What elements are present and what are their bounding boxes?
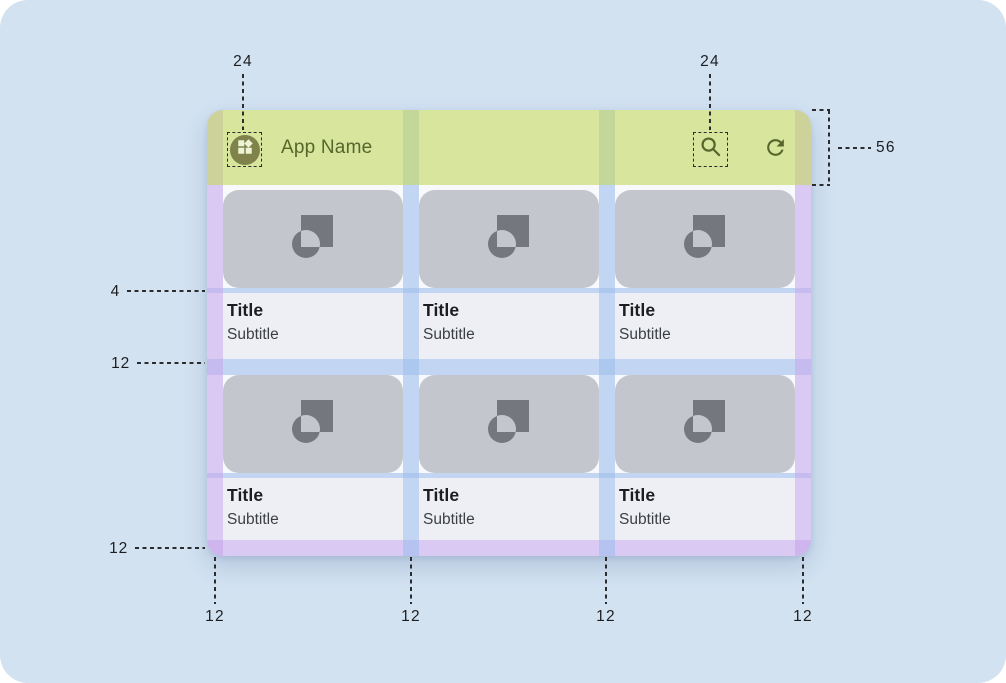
- annotation-image-text-gap: 4: [110, 283, 120, 300]
- card-text-block: Title Subtitle: [419, 478, 599, 540]
- card-subtitle: Subtitle: [227, 326, 279, 343]
- widgets-icon: [236, 138, 254, 161]
- leading-icon-button[interactable]: [229, 134, 260, 165]
- card-grid: Title Subtitle Title Subtitle: [223, 190, 795, 540]
- annotation-line: [709, 74, 711, 130]
- card-subtitle: Subtitle: [423, 326, 475, 343]
- card-subtitle: Subtitle: [227, 511, 279, 528]
- search-icon-keyline-box: [693, 132, 728, 167]
- card-image-placeholder: [419, 190, 599, 288]
- image-placeholder-icon: [684, 215, 726, 263]
- annotation-line: [214, 557, 216, 604]
- annotation-gutter-width-2: 12: [596, 608, 616, 625]
- annotation-bracket-bottom: [812, 184, 830, 186]
- annotation-line: [802, 557, 804, 604]
- card-title: Title: [227, 485, 264, 505]
- card-image-placeholder: [419, 375, 599, 473]
- left-margin-strip: [207, 110, 223, 556]
- card-title: Title: [227, 300, 264, 320]
- card-title: Title: [619, 485, 656, 505]
- refresh-icon: [763, 139, 788, 164]
- card-text-block: Title Subtitle: [419, 293, 599, 359]
- leading-icon-keyline-box: [227, 132, 262, 167]
- gap-4-line-row2: [207, 473, 811, 478]
- annotation-line: [135, 547, 205, 549]
- row-gap-band: [207, 359, 811, 375]
- annotation-bracket-line: [828, 110, 830, 186]
- card-title: Title: [619, 300, 656, 320]
- annotation-line: [127, 290, 205, 292]
- annotation-line: [137, 362, 205, 364]
- gap-4-line-row1: [207, 288, 811, 293]
- card-subtitle: Subtitle: [423, 511, 475, 528]
- annotation-gutter-width-1: 12: [401, 608, 421, 625]
- image-placeholder-icon: [292, 400, 334, 448]
- annotation-bottom-margin: 12: [109, 540, 128, 557]
- card-title: Title: [423, 485, 460, 505]
- card-image-placeholder: [223, 190, 403, 288]
- card-image-placeholder: [223, 375, 403, 473]
- card-text-block: Title Subtitle: [615, 293, 795, 359]
- card[interactable]: Title Subtitle: [223, 375, 403, 540]
- annotation-line: [242, 74, 244, 130]
- card-subtitle: Subtitle: [619, 326, 671, 343]
- annotation-left-margin-width: 12: [205, 608, 225, 625]
- right-margin-strip: [795, 110, 811, 556]
- image-placeholder-icon: [488, 215, 530, 263]
- card[interactable]: Title Subtitle: [419, 375, 599, 540]
- card[interactable]: Title Subtitle: [223, 190, 403, 359]
- image-placeholder-icon: [684, 400, 726, 448]
- card-text-block: Title Subtitle: [615, 478, 795, 540]
- annotation-app-bar-height: 56: [876, 139, 896, 156]
- card-title: Title: [423, 300, 460, 320]
- app-bar-title: App Name: [281, 136, 373, 158]
- annotation-right-margin-width: 12: [793, 608, 813, 625]
- card-text-block: Title Subtitle: [223, 478, 403, 540]
- card-image-placeholder: [615, 190, 795, 288]
- refresh-button[interactable]: [763, 135, 788, 160]
- annotation-leading-icon-size: 24: [233, 53, 253, 70]
- bottom-margin-band: [207, 540, 811, 556]
- annotation-line: [838, 147, 871, 149]
- card-text-block: Title Subtitle: [223, 293, 403, 359]
- image-placeholder-icon: [292, 215, 334, 263]
- app-bar: App Name: [207, 110, 811, 185]
- annotation-line: [410, 557, 412, 604]
- gutter-strip-2: [599, 110, 615, 556]
- card[interactable]: Title Subtitle: [419, 190, 599, 359]
- annotation-line: [605, 557, 607, 604]
- annotation-search-icon-size: 24: [700, 53, 720, 70]
- annotation-row-gap: 12: [111, 355, 130, 372]
- gutter-strip-1: [403, 110, 419, 556]
- card-image-placeholder: [615, 375, 795, 473]
- card-subtitle: Subtitle: [619, 511, 671, 528]
- search-icon[interactable]: [698, 134, 724, 165]
- image-placeholder-icon: [488, 400, 530, 448]
- card[interactable]: Title Subtitle: [615, 190, 795, 359]
- annotation-bracket-top: [812, 109, 830, 111]
- card[interactable]: Title Subtitle: [615, 375, 795, 540]
- app-mockup: Title Subtitle Title Subtitle: [207, 110, 811, 556]
